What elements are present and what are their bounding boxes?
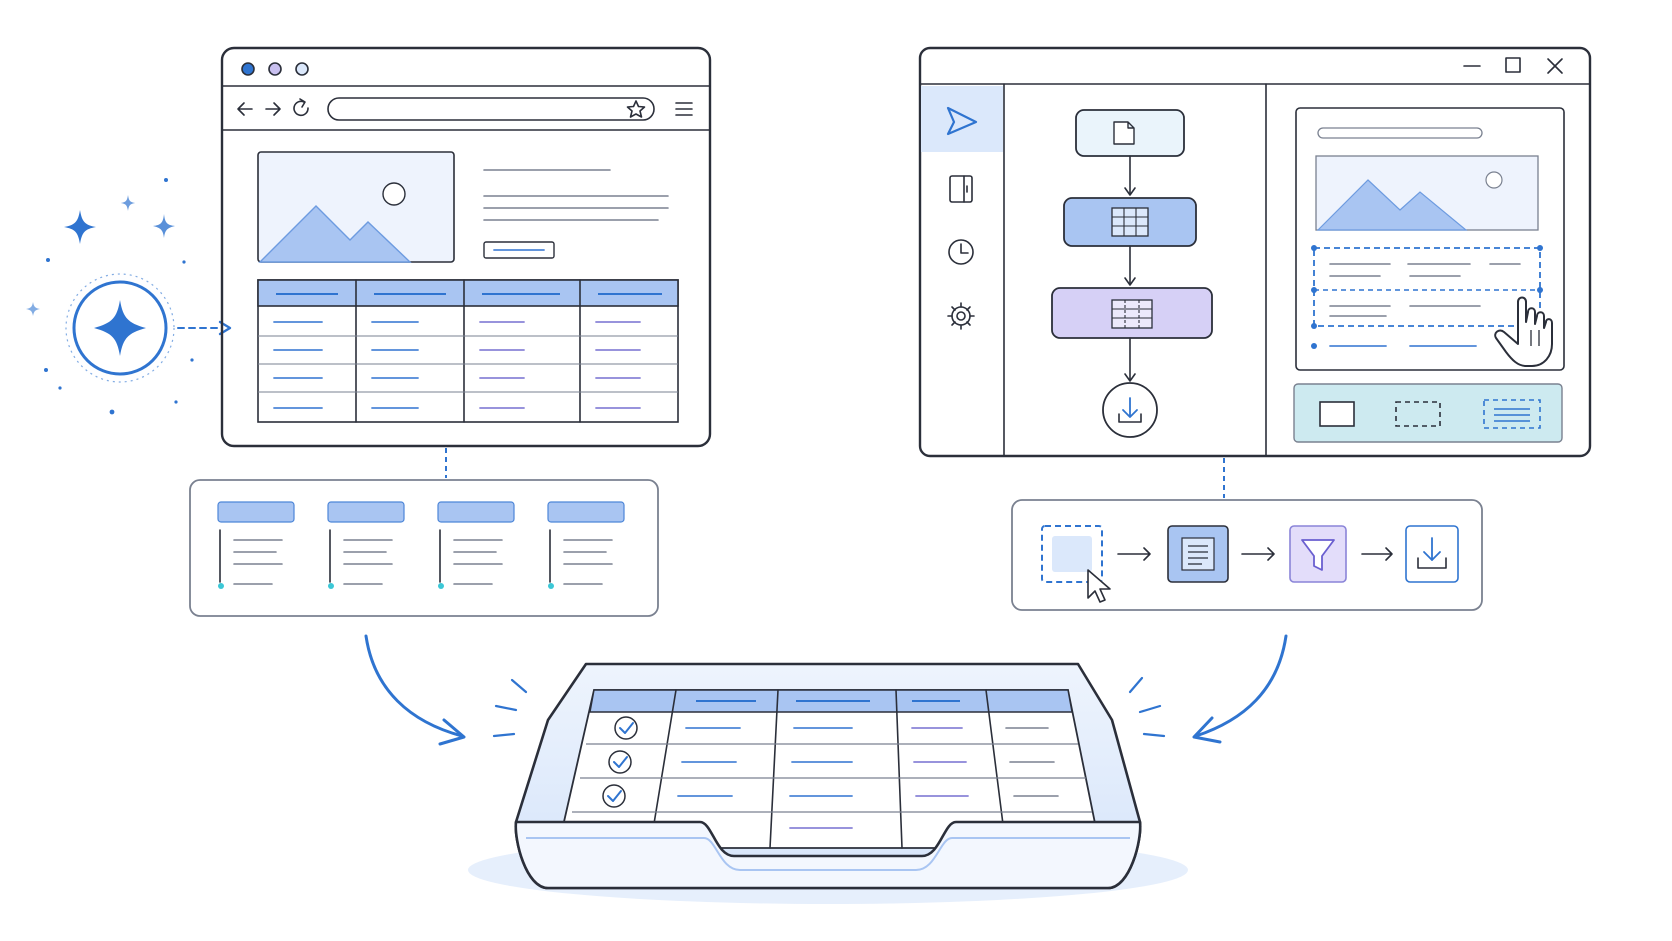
select-dashed-icon[interactable] — [1395, 401, 1441, 427]
gear-icon[interactable] — [947, 302, 975, 330]
result-table — [556, 689, 1102, 849]
pipeline-card — [1011, 499, 1483, 611]
result-tray — [468, 662, 1188, 904]
column-1 — [217, 501, 295, 589]
small-sparkles — [26, 178, 194, 415]
check-icon — [614, 716, 638, 740]
flow-node-download[interactable] — [1102, 382, 1158, 438]
column-4 — [547, 501, 625, 589]
column-2 — [327, 501, 405, 589]
check-icon — [608, 750, 632, 774]
document-lines-icon[interactable] — [1167, 525, 1229, 583]
download-icon[interactable] — [1405, 525, 1459, 583]
address-bar[interactable] — [327, 97, 655, 121]
check-icon — [602, 784, 626, 808]
maximize-icon[interactable] — [1505, 57, 1521, 73]
table-filter-icon — [1111, 299, 1153, 329]
select-region-icon[interactable] — [1041, 525, 1111, 603]
play-pointer-icon[interactable] — [946, 106, 978, 136]
hand-pointer-icon — [1494, 296, 1553, 367]
download-icon — [1118, 397, 1142, 423]
hero-image — [257, 151, 455, 263]
back-arrow-icon[interactable] — [237, 102, 253, 116]
sparkle-icon — [94, 300, 146, 356]
extracted-columns-card — [189, 479, 659, 617]
close-icon[interactable] — [1547, 58, 1563, 74]
workflow-flowchart — [1051, 109, 1213, 438]
table-icon — [1111, 207, 1149, 237]
hamburger-menu-icon[interactable] — [675, 102, 693, 116]
page-preview — [1295, 107, 1565, 371]
sidebar-active-item[interactable] — [921, 86, 1003, 152]
preview-text-lines — [1329, 263, 1521, 347]
filter-funnel-icon[interactable] — [1289, 525, 1347, 583]
browser-window — [220, 46, 712, 448]
select-list-icon[interactable] — [1483, 399, 1541, 429]
sparkle-badge[interactable] — [26, 178, 232, 415]
panel-icon[interactable] — [949, 175, 973, 203]
app-window — [918, 46, 1592, 458]
selection-mode-panel — [1293, 383, 1563, 443]
reload-icon[interactable] — [293, 98, 309, 117]
document-icon — [1113, 121, 1135, 145]
forward-arrow-icon[interactable] — [265, 102, 281, 116]
column-3 — [437, 501, 515, 589]
window-traffic-lights — [241, 62, 309, 76]
right-curved-arrow — [1194, 634, 1288, 738]
select-single-icon[interactable] — [1319, 401, 1355, 427]
clock-icon[interactable] — [948, 239, 974, 265]
source-data-table — [257, 279, 679, 423]
left-curved-arrow — [364, 634, 464, 738]
article-text-lines — [483, 169, 669, 221]
star-icon[interactable] — [626, 100, 646, 118]
impact-marks — [492, 676, 1166, 738]
